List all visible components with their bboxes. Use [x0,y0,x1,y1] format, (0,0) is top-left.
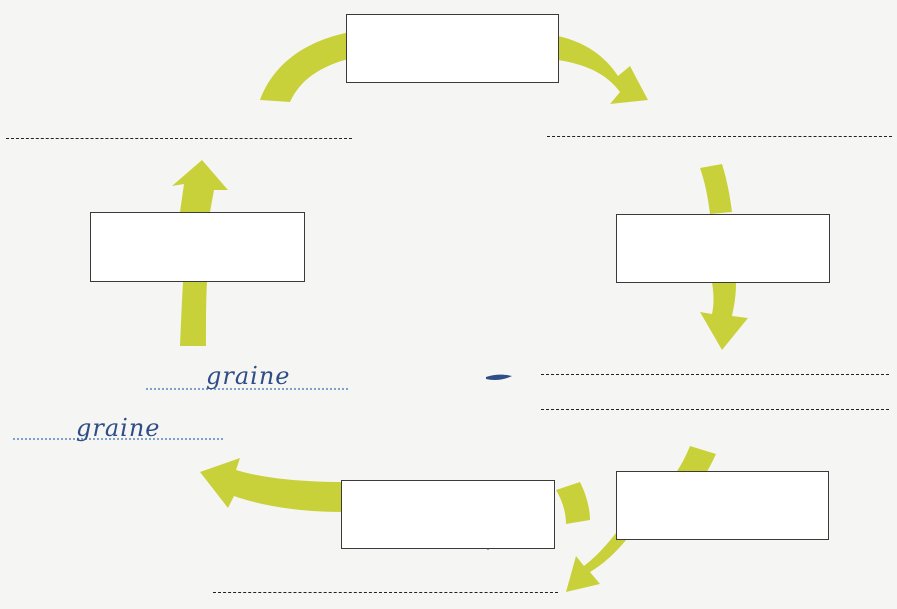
handwritten-word-1: graine [206,362,291,390]
label-box-bottom[interactable] [341,480,555,549]
arrow-top-right-icon [558,36,648,104]
label-box-bottom-right[interactable] [616,471,829,540]
dotted-line-1 [146,388,348,390]
pen-mark [486,374,512,380]
answer-line-top-right[interactable] [547,136,892,137]
arrow-right-upper-icon [700,164,732,214]
arrow-left-up-head-icon [172,160,228,212]
handwritten-word-2: graine [76,414,161,442]
dotted-line-2 [13,438,223,440]
answer-line-right-2[interactable] [541,409,889,410]
label-box-left[interactable] [90,212,305,282]
arrow-left-up-icon [180,282,207,346]
answer-line-right-1[interactable] [541,374,889,375]
label-box-top[interactable] [346,14,559,83]
label-box-right[interactable] [616,214,830,283]
arrow-right-lower-icon [700,282,748,350]
answer-line-top-left[interactable] [6,138,352,139]
arrow-bottom-mid-icon [556,482,590,524]
arrow-bottom-left-icon [200,458,342,512]
answer-line-bottom[interactable] [213,592,558,593]
arrow-top-left-icon [260,32,352,102]
